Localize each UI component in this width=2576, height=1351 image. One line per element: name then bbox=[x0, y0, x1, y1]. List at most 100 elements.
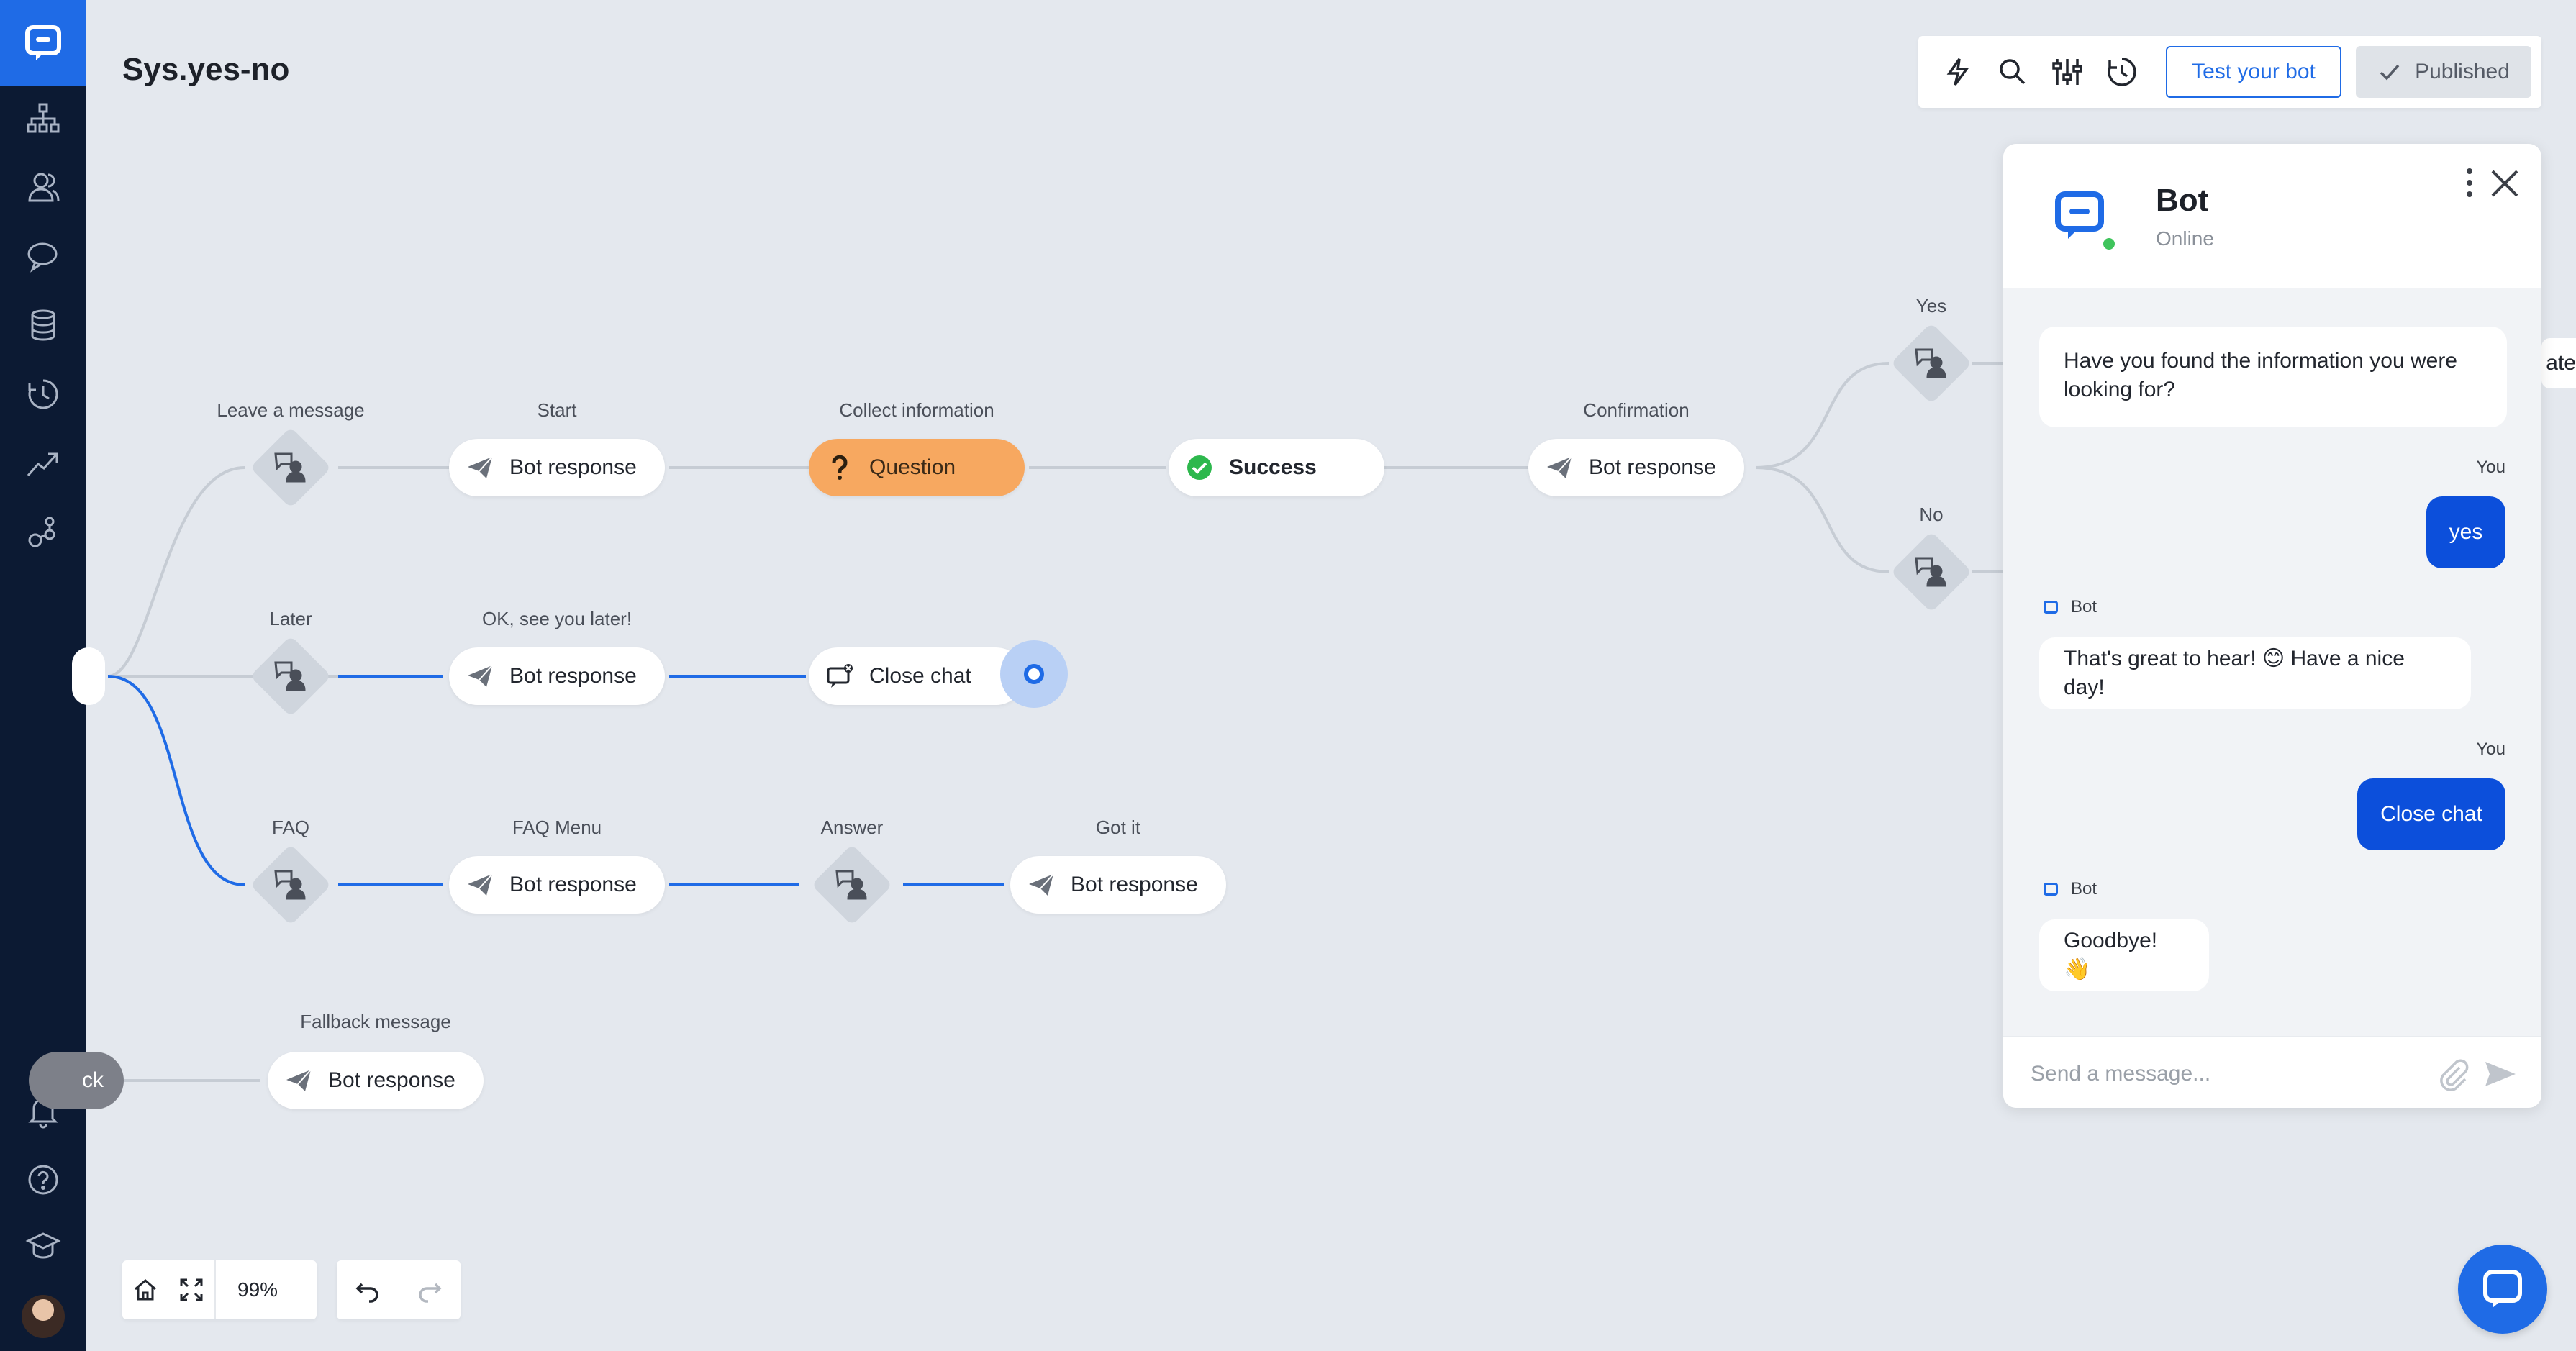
message-input[interactable] bbox=[2029, 1056, 2406, 1092]
clock-icon[interactable] bbox=[2104, 54, 2140, 90]
bot-response-label: Bot response bbox=[509, 873, 637, 896]
chat-widget-icon bbox=[2483, 1270, 2522, 1308]
database-icon[interactable] bbox=[22, 304, 65, 347]
bot-response-label: Bot response bbox=[328, 1068, 455, 1092]
close-chat-label: Close chat bbox=[869, 664, 971, 688]
label-collect-information: Collect information bbox=[839, 399, 994, 421]
bot-avatar-icon bbox=[2055, 191, 2104, 239]
start-node-stub[interactable] bbox=[72, 647, 105, 705]
published-button[interactable]: Published bbox=[2356, 46, 2531, 98]
check-icon bbox=[2380, 64, 2400, 81]
label-got-it: Got it bbox=[1095, 816, 1141, 838]
label-yes: Yes bbox=[1915, 295, 1947, 317]
label-later: Later bbox=[269, 608, 312, 629]
close-icon[interactable] bbox=[2487, 165, 2523, 201]
bot-response-node[interactable]: Bot response bbox=[268, 1052, 484, 1109]
fallback-trigger-stub[interactable]: ck bbox=[29, 1052, 124, 1109]
send-icon bbox=[1547, 456, 1572, 478]
bot-response-node[interactable]: Bot response bbox=[449, 647, 665, 705]
chat-header: Bot Online bbox=[2003, 144, 2541, 288]
bot-response-label: Bot response bbox=[1071, 873, 1198, 896]
offscreen-node-label: ate bbox=[2546, 351, 2576, 375]
chat-input-bar bbox=[2003, 1036, 2541, 1108]
bot-mini-icon bbox=[2044, 883, 2058, 896]
label-start: Start bbox=[537, 399, 577, 421]
user-chat-icon bbox=[830, 863, 874, 906]
users-icon[interactable] bbox=[22, 165, 65, 209]
question-label: Question bbox=[869, 455, 956, 479]
label-confirmation: Confirmation bbox=[1583, 399, 1690, 421]
bot-response-node[interactable]: Bot response bbox=[1010, 856, 1226, 914]
label-answer: Answer bbox=[820, 816, 884, 838]
chatbot-logo-icon[interactable] bbox=[0, 0, 86, 86]
help-icon[interactable] bbox=[22, 1158, 65, 1201]
redo-icon[interactable] bbox=[399, 1260, 461, 1319]
bot-sender-label: Bot bbox=[2071, 879, 2097, 899]
success-node[interactable]: Success bbox=[1169, 439, 1384, 496]
success-label: Success bbox=[1229, 455, 1317, 479]
bot-mini-icon bbox=[2044, 601, 2058, 614]
label-ok-see-you-later: OK, see you later! bbox=[481, 608, 632, 629]
top-toolbar: Test your bot Published bbox=[1918, 36, 2541, 108]
online-status-dot bbox=[2101, 236, 2117, 252]
history-icon[interactable] bbox=[22, 373, 65, 416]
label-leave-message: Leave a message bbox=[217, 399, 365, 421]
offscreen-node-stub[interactable]: ate bbox=[2541, 338, 2576, 388]
close-chat-node[interactable]: Close chat bbox=[809, 647, 1025, 705]
bot-response-node[interactable]: Bot response bbox=[449, 439, 665, 496]
search-icon[interactable] bbox=[1995, 54, 2031, 90]
chat-widget-button[interactable] bbox=[2458, 1245, 2547, 1334]
bot-response-label: Bot response bbox=[509, 455, 637, 479]
you-label: You bbox=[2476, 740, 2506, 759]
bot-message: Goodbye! 👋 bbox=[2039, 919, 2209, 991]
bot-response-node[interactable]: Bot response bbox=[449, 856, 665, 914]
test-your-bot-button[interactable]: Test your bot bbox=[2166, 46, 2341, 98]
close-chat-icon bbox=[827, 664, 853, 688]
chat-bubbles-icon[interactable] bbox=[22, 235, 65, 278]
sliders-icon[interactable] bbox=[2049, 54, 2085, 90]
bot-sender-label: Bot bbox=[2071, 597, 2097, 617]
chat-bot-name: Bot bbox=[2156, 183, 2209, 218]
more-options-icon[interactable] bbox=[2455, 164, 2484, 204]
user-message: Close chat bbox=[2357, 778, 2505, 850]
bot-response-label: Bot response bbox=[509, 664, 637, 688]
send-icon bbox=[286, 1069, 312, 1091]
attachment-icon[interactable] bbox=[2435, 1056, 2471, 1092]
user-message: yes bbox=[2426, 496, 2505, 568]
send-icon bbox=[468, 873, 493, 896]
user-chat-icon bbox=[1910, 550, 1953, 593]
user-chat-icon bbox=[269, 863, 312, 906]
view-controls: 99% bbox=[122, 1260, 317, 1319]
home-icon[interactable] bbox=[122, 1260, 168, 1319]
integrations-icon[interactable] bbox=[22, 511, 65, 554]
user-chat-icon bbox=[269, 446, 312, 489]
bot-message: That's great to hear! 😊 Have a nice day! bbox=[2039, 637, 2471, 709]
you-label: You bbox=[2476, 458, 2506, 477]
user-chat-icon bbox=[269, 655, 312, 698]
label-fallback-message: Fallback message bbox=[300, 1011, 451, 1032]
label-faq: FAQ bbox=[271, 816, 310, 838]
send-icon bbox=[1029, 873, 1054, 896]
fullscreen-icon[interactable] bbox=[168, 1260, 214, 1319]
published-label: Published bbox=[2415, 60, 2510, 83]
bot-sender-tag: Bot bbox=[2044, 597, 2097, 617]
question-node[interactable]: Question bbox=[809, 439, 1025, 496]
user-avatar[interactable] bbox=[22, 1295, 65, 1338]
bot-response-label: Bot response bbox=[1589, 455, 1716, 479]
academy-icon[interactable] bbox=[22, 1224, 65, 1268]
page-title: Sys.yes-no bbox=[122, 52, 290, 87]
active-node-indicator bbox=[1000, 640, 1068, 708]
bot-sender-tag: Bot bbox=[2044, 879, 2097, 899]
bot-response-node[interactable]: Bot response bbox=[1528, 439, 1744, 496]
lightning-icon[interactable] bbox=[1940, 54, 1976, 90]
flow-chart-icon[interactable] bbox=[22, 96, 65, 140]
success-check-icon bbox=[1187, 455, 1212, 480]
zoom-level[interactable]: 99% bbox=[214, 1260, 299, 1319]
undo-icon[interactable] bbox=[337, 1260, 399, 1319]
send-message-icon[interactable] bbox=[2482, 1056, 2518, 1092]
label-no: No bbox=[1919, 504, 1944, 525]
user-chat-icon bbox=[1910, 342, 1953, 385]
trend-up-icon[interactable] bbox=[22, 442, 65, 485]
